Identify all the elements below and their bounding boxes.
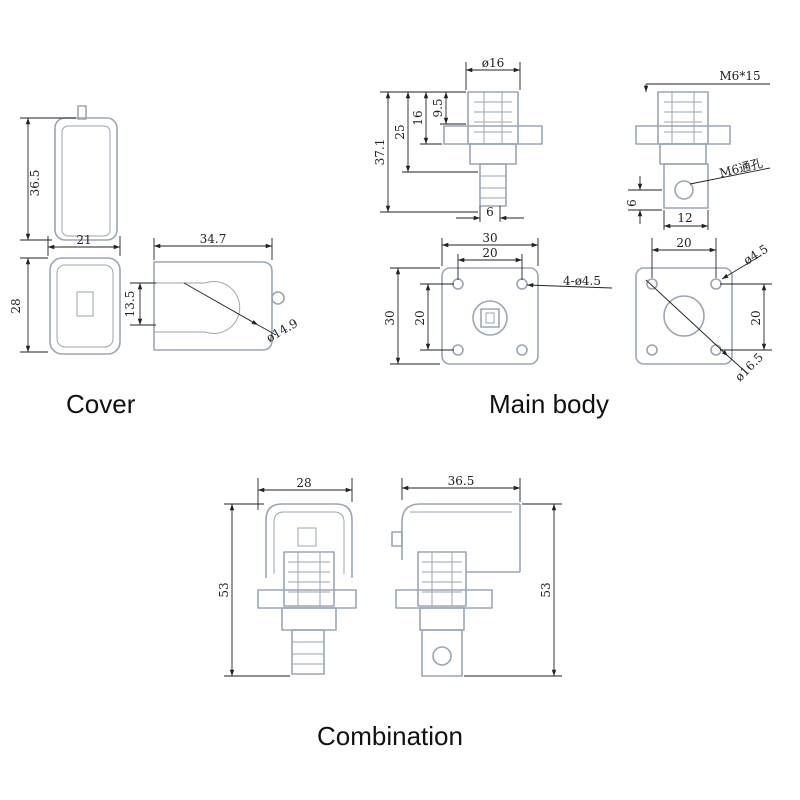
main-body-group: ø16 37.1 25 16 9.5 6	[373, 56, 772, 419]
dim-base-height-30: 30	[383, 310, 397, 325]
dim-body-through-hole: M6通孔	[718, 156, 764, 180]
dim-body-height-16: 16	[411, 110, 425, 125]
dim-combo-width: 28	[296, 476, 311, 490]
cover-front-view: 36.5	[20, 105, 118, 241]
dim-base-b-pitch-v: 20	[749, 310, 763, 325]
dim-base-b-pitch: 20	[676, 236, 691, 250]
cover-group: 36.5 21 28 34.7 13.5	[9, 105, 300, 419]
dim-base-holes: 4-ø4.5	[563, 274, 601, 288]
caption-cover: Cover	[66, 389, 136, 419]
dim-base-pitch-20: 20	[482, 246, 497, 260]
dim-cover-depth: 28	[9, 298, 23, 313]
dim-body-thread-dia: ø16	[482, 56, 505, 70]
body-side-view: M6*15 M6通孔 6 12	[625, 69, 771, 230]
dim-body-height-9-5: 9.5	[431, 98, 445, 117]
dim-body-side-12: 12	[677, 211, 692, 225]
caption-combination: Combination	[317, 721, 463, 751]
combination-front-view: 28 53	[217, 476, 357, 677]
dim-body-total-height: 37.1	[373, 139, 387, 166]
dim-cover-height: 36.5	[28, 170, 42, 197]
dim-combo-height-right: 53	[539, 582, 553, 597]
caption-main-body: Main body	[489, 389, 609, 419]
dim-cover-hole: ø14.9	[264, 316, 300, 345]
dim-cover-slot: 13.5	[123, 291, 137, 318]
dim-cover-width: 21	[76, 233, 91, 247]
dim-body-tab-width: 6	[486, 205, 494, 219]
dim-base-b-center: ø16.5	[732, 350, 766, 384]
combination-group: 28 53 36.5	[217, 474, 562, 751]
cover-side-view: 34.7 13.5 ø14.9	[123, 232, 300, 351]
dim-body-bolt: M6*15	[719, 69, 760, 83]
dim-cover-length: 34.7	[200, 232, 227, 246]
cover-top-view: 21 28	[9, 233, 121, 355]
combination-side-view: 36.5 53	[391, 474, 562, 677]
body-base-plate-b: 20 ø4.5 20 ø16.5	[635, 236, 772, 384]
dim-body-side-6: 6	[625, 199, 639, 207]
dim-body-height-25: 25	[393, 124, 407, 139]
dim-base-width-30: 30	[482, 231, 497, 245]
dim-base-b-hole: ø4.5	[741, 242, 771, 268]
dim-base-pitch-v20: 20	[413, 310, 427, 325]
dim-combo-height-left: 53	[217, 582, 231, 597]
body-base-plate-a: 30 20 30 20 4-ø4.5	[383, 231, 613, 365]
body-front-view: ø16 37.1 25 16 9.5 6	[373, 56, 543, 222]
dim-combo-length: 36.5	[448, 474, 475, 488]
